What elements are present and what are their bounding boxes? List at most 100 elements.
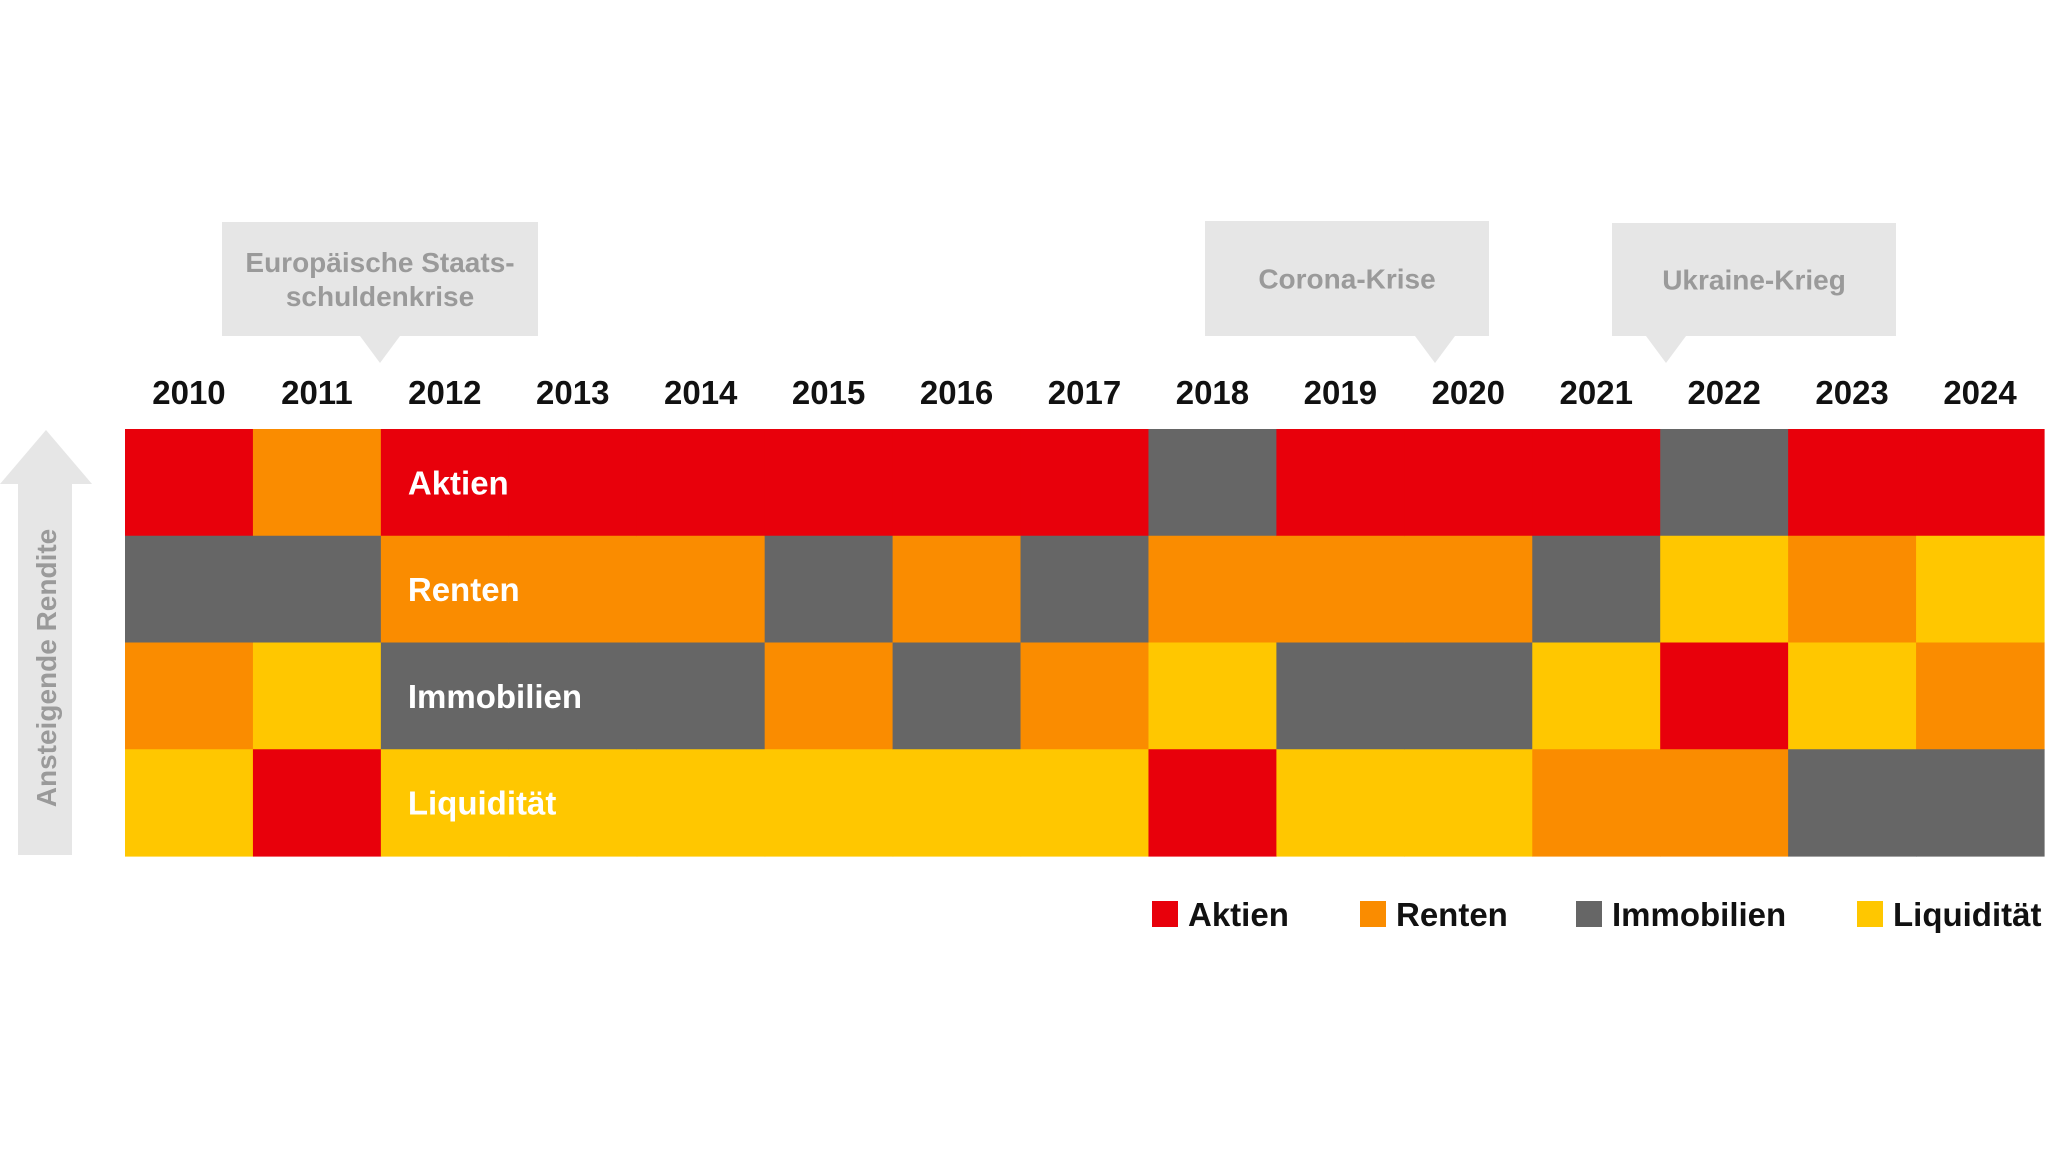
cell-2017-rank-4	[1020, 749, 1150, 857]
year-label-2013: 2013	[536, 374, 609, 411]
row-label-rank-2: Renten	[408, 571, 520, 608]
cell-2018-rank-3	[1148, 642, 1277, 750]
legend-swatch	[1152, 901, 1178, 927]
row-label-rank-3: Immobilien	[408, 678, 582, 715]
cell-2018-rank-4	[1148, 749, 1277, 857]
cell-2021-rank-4	[1532, 749, 1661, 857]
cell-2021-rank-2	[1532, 535, 1661, 644]
cell-2024-rank-4	[1916, 749, 2045, 857]
legend-item-2: Renten	[1360, 896, 1508, 933]
year-label-2011: 2011	[281, 374, 353, 411]
cell-2013-rank-1	[508, 429, 638, 537]
cell-2016-rank-3	[892, 642, 1022, 750]
up-arrow-icon	[0, 430, 92, 855]
cell-2012-rank-1	[380, 429, 510, 537]
year-label-2014: 2014	[664, 374, 738, 411]
year-label-2015: 2015	[792, 374, 865, 411]
year-label-2022: 2022	[1687, 374, 1760, 411]
cell-2022-rank-4	[1660, 749, 1789, 857]
cell-2015-rank-2	[764, 535, 894, 644]
callout-box	[1205, 221, 1489, 336]
cell-2022-rank-2	[1660, 535, 1789, 644]
cell-2019-rank-4	[1276, 749, 1405, 857]
callout-text-line: schuldenkrise	[286, 281, 474, 312]
cell-2020-rank-4	[1404, 749, 1533, 857]
callout-pointer	[1646, 336, 1686, 363]
cell-2012-rank-2	[380, 535, 510, 644]
cell-2017-rank-1	[1020, 429, 1150, 537]
cell-2023-rank-2	[1788, 535, 1917, 644]
cell-2018-rank-1	[1148, 429, 1277, 537]
cell-2015-rank-3	[764, 642, 894, 750]
cell-2014-rank-2	[636, 535, 766, 644]
legend-item-1: Aktien	[1152, 896, 1289, 933]
annotation-callouts: Europäische Staats-schuldenkrise Corona-K…	[222, 221, 1896, 363]
callout-1: Europäische Staats-schuldenkrise	[222, 222, 538, 363]
callout-box	[222, 222, 538, 336]
cell-2012-rank-4	[380, 749, 510, 857]
year-label-2024: 2024	[1943, 374, 2017, 411]
cell-2020-rank-1	[1404, 429, 1533, 537]
legend-item-4: Liquidität	[1857, 896, 2041, 933]
cell-2019-rank-3	[1276, 642, 1405, 750]
callout-text-line: Ukraine-Krieg	[1662, 265, 1846, 296]
year-label-2019: 2019	[1304, 374, 1377, 411]
cell-2010-rank-4	[125, 749, 254, 857]
legend-label: Immobilien	[1612, 896, 1786, 933]
legend-label: Aktien	[1188, 896, 1289, 933]
ranking-cells	[125, 429, 2045, 857]
cell-2014-rank-3	[636, 642, 766, 750]
legend: Aktien Renten Immobilien Liquidität	[1152, 896, 2041, 933]
cell-2011-rank-3	[252, 642, 382, 750]
row-label-rank-1: Aktien	[408, 464, 509, 501]
cell-2011-rank-4	[252, 749, 382, 857]
cell-2010-rank-3	[125, 642, 254, 750]
legend-label: Renten	[1396, 896, 1508, 933]
year-label-2016: 2016	[920, 374, 993, 411]
cell-2019-rank-1	[1276, 429, 1405, 537]
legend-swatch	[1576, 901, 1602, 927]
cell-2017-rank-2	[1020, 535, 1150, 644]
row-label-rank-4: Liquidität	[408, 785, 556, 822]
callout-3: Ukraine-Krieg	[1612, 223, 1896, 363]
callout-text-line: Europäische Staats-	[245, 247, 514, 278]
cell-2017-rank-3	[1020, 642, 1150, 750]
cell-2013-rank-3	[508, 642, 638, 750]
cell-2024-rank-1	[1916, 429, 2045, 537]
cell-2020-rank-2	[1404, 535, 1533, 644]
cell-2011-rank-2	[252, 535, 382, 644]
cell-2014-rank-1	[636, 429, 766, 537]
cell-2016-rank-1	[892, 429, 1022, 537]
year-label-2020: 2020	[1432, 374, 1505, 411]
cell-2024-rank-2	[1916, 535, 2045, 644]
cell-2016-rank-2	[892, 535, 1022, 644]
cell-2014-rank-4	[636, 749, 766, 857]
callout-text-line: Corona-Krise	[1258, 264, 1435, 295]
cell-2016-rank-4	[892, 749, 1022, 857]
year-label-2010: 2010	[152, 374, 225, 411]
cell-2011-rank-1	[252, 429, 382, 537]
year-label-2023: 2023	[1815, 374, 1888, 411]
cell-2012-rank-3	[380, 642, 510, 750]
cell-2018-rank-2	[1148, 535, 1277, 644]
year-label-2012: 2012	[408, 374, 481, 411]
cell-2021-rank-3	[1532, 642, 1661, 750]
cell-2022-rank-3	[1660, 642, 1789, 750]
cell-2023-rank-3	[1788, 642, 1917, 750]
cell-2019-rank-2	[1276, 535, 1405, 644]
callout-pointer	[360, 336, 400, 363]
cell-2023-rank-4	[1788, 749, 1917, 857]
callout-2: Corona-Krise	[1205, 221, 1489, 363]
year-label-2017: 2017	[1048, 374, 1121, 411]
cell-2010-rank-2	[125, 535, 254, 644]
cell-2021-rank-1	[1532, 429, 1661, 537]
year-label-2018: 2018	[1176, 374, 1249, 411]
cell-2020-rank-3	[1404, 642, 1533, 750]
cell-2022-rank-1	[1660, 429, 1789, 537]
y-axis-label: Ansteigende Rendite	[31, 529, 62, 807]
return-axis: Ansteigende Rendite	[0, 430, 92, 855]
year-label-2021: 2021	[1560, 374, 1633, 411]
cell-2023-rank-1	[1788, 429, 1917, 537]
